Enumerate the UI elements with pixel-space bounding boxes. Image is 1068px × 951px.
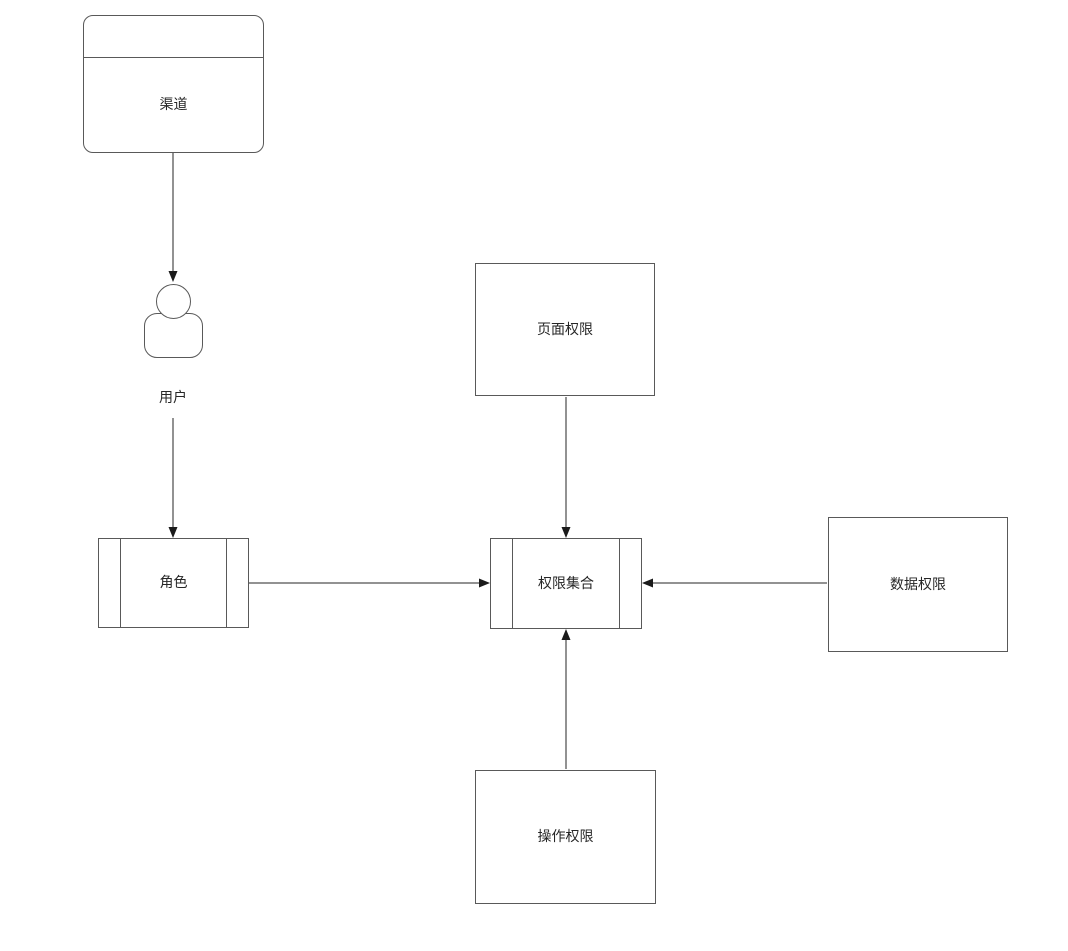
role-label: 角色 [159, 574, 188, 591]
person-body-shape [144, 313, 203, 358]
page-permission-label: 页面权限 [537, 320, 593, 337]
node-channel[interactable]: 渠道 [83, 15, 264, 153]
permission-set-label: 权限集合 [538, 574, 594, 591]
node-operation-permission[interactable]: 操作权限 [475, 770, 656, 904]
channel-label: 渠道 [159, 96, 188, 113]
user-label: 用户 [159, 389, 187, 405]
node-permission-set[interactable]: 权限集合 [490, 538, 642, 629]
node-page-permission[interactable]: 页面权限 [475, 263, 655, 396]
node-data-permission[interactable]: 数据权限 [828, 517, 1008, 652]
person-head-shape [156, 284, 191, 319]
user-person-icon[interactable] [144, 284, 204, 359]
data-permission-label: 数据权限 [890, 575, 946, 592]
node-role[interactable]: 角色 [98, 538, 249, 628]
operation-permission-label: 操作权限 [537, 828, 594, 845]
channel-header-compartment [84, 16, 263, 58]
